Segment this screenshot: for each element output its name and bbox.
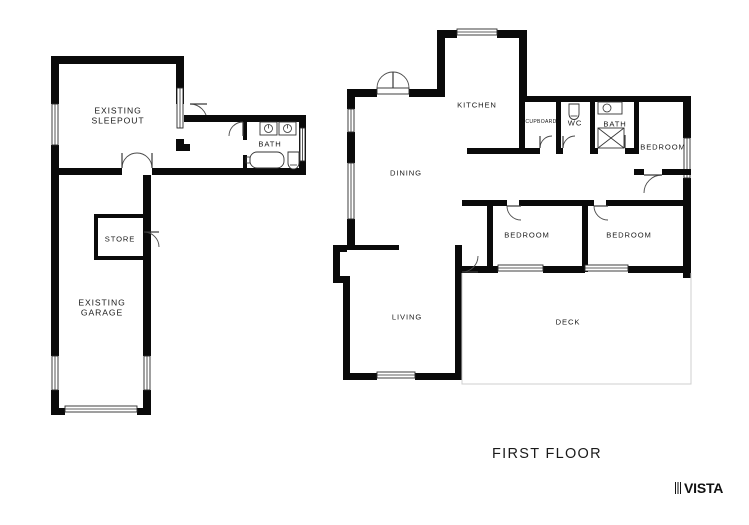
door-arc-dining-left (376, 71, 394, 89)
wall-store-bottom (94, 256, 144, 260)
wall-utility-top (519, 96, 649, 102)
wall-store-left (94, 214, 98, 260)
wall-garage-right-upper (143, 209, 151, 356)
wall-sleepout-top (51, 56, 184, 64)
vista-logo: VISTA (675, 480, 723, 496)
wall-dining-living-split (347, 245, 399, 250)
bathtub-tap (245, 156, 251, 164)
page-title: FIRST FLOOR (492, 446, 602, 462)
basin-main-bath (597, 101, 623, 115)
door-arc-bedroom3 (593, 205, 609, 221)
wall-bedroom1-bottom-right (662, 169, 691, 175)
wall-living-bottom-left (343, 373, 377, 380)
wall-bedroom-bottom-b (543, 266, 585, 273)
door-arc-bedroom1 (643, 174, 663, 194)
wall-bedroom-band-top-d (606, 200, 691, 206)
wall-bath-top (184, 115, 306, 122)
basin-main-bath-bowl (602, 103, 612, 113)
wall-garage-right-lower (143, 390, 151, 415)
wall-sleepout-bottom-mid (152, 168, 166, 175)
wall-kitchen-right-upper (519, 30, 527, 96)
toilet-sleepout (287, 151, 300, 170)
wall-dining-left-c (347, 219, 355, 245)
door-arc-sleepout-b (136, 152, 153, 169)
wall-store-top (94, 214, 144, 218)
wall-garage-bottom-right (137, 408, 151, 415)
wall-bath-divider-upper (243, 122, 247, 140)
wall-bath-bedroom-divider (634, 96, 639, 148)
main-dwelling-group (333, 28, 692, 385)
french-door-dining (376, 87, 410, 95)
bathtub (249, 151, 285, 169)
wall-living-left-upper (333, 245, 340, 283)
wall-living-left-lower (343, 276, 350, 380)
wall-kitchen-left (437, 30, 445, 96)
wall-sleepout-bottom-right (166, 168, 192, 175)
wall-bedroom-bottom-c (628, 266, 691, 273)
deck-outline (461, 273, 692, 385)
left-outbuilding-group (51, 56, 306, 415)
wall-living-right (455, 245, 462, 380)
basin-2-bowl (283, 124, 292, 133)
wall-dining-left-a (347, 89, 355, 109)
wall-sleepout-left-upper (51, 56, 59, 104)
wall-garage-bottom-left (51, 408, 65, 415)
vista-logo-text: VISTA (684, 480, 724, 496)
wall-sleepout-left-lower (51, 145, 59, 175)
wall-bath-divider-lower (243, 155, 247, 169)
wall-bedroom-band-top-b (487, 200, 507, 206)
wall-kitchen-bottom (467, 148, 527, 154)
shower-diag-2 (597, 127, 625, 149)
wall-sleepout-right-stub (176, 144, 190, 151)
wall-cupboard-left (519, 96, 525, 148)
basin-1-bowl (264, 124, 273, 133)
door-arc-wc (562, 135, 576, 149)
wall-wc-bottom-left (556, 148, 563, 154)
wall-kitchen-top-left (437, 30, 457, 38)
door-arc-bedroom2 (506, 205, 522, 221)
toilet-wc (568, 103, 580, 120)
wall-bedroom-band-top-a (462, 200, 487, 206)
wall-living-step-mid (333, 276, 350, 283)
wall-dining-top-left (347, 89, 377, 97)
wall-bath-bottom-right (625, 148, 639, 154)
wall-wc-bath-divider (590, 102, 595, 148)
wall-bedroom1-bottom-left (634, 169, 644, 175)
wall-bedroom2-3-divider (582, 200, 588, 272)
wall-bath-bottom-left (590, 148, 598, 154)
wall-garage-left-lower (51, 390, 59, 415)
wall-sleepout-bottom-left (51, 168, 122, 175)
wall-garage-left-upper (51, 175, 59, 356)
wall-living-bottom-right (415, 373, 461, 380)
wall-cupboard-bottom (519, 148, 540, 154)
wall-right-lower (683, 178, 691, 278)
wall-dining-top-right (409, 89, 445, 97)
wall-dining-left-b (347, 132, 355, 163)
wall-bedroom2-left (487, 200, 493, 272)
wall-bath-bottom (192, 168, 306, 175)
door-arc-dining-right (392, 71, 410, 89)
barcode-mark-icon (675, 482, 682, 494)
wall-corridor-right-upper (143, 175, 151, 209)
door-arc-sleepout-a (121, 152, 138, 169)
wall-bedroom-band-top-c (519, 200, 594, 206)
door-arc-bath-sleepout (228, 121, 244, 137)
wall-sleepout-right-upper (176, 56, 184, 104)
wall-kitchen-top-right (497, 30, 527, 38)
wall-cupboard-wc-divider (556, 102, 561, 148)
wall-bedroom1-top (639, 96, 691, 102)
wall-bedroom-bottom-a (462, 266, 498, 273)
door-arc-cupboard (539, 135, 553, 149)
wall-right-upper (683, 96, 691, 138)
